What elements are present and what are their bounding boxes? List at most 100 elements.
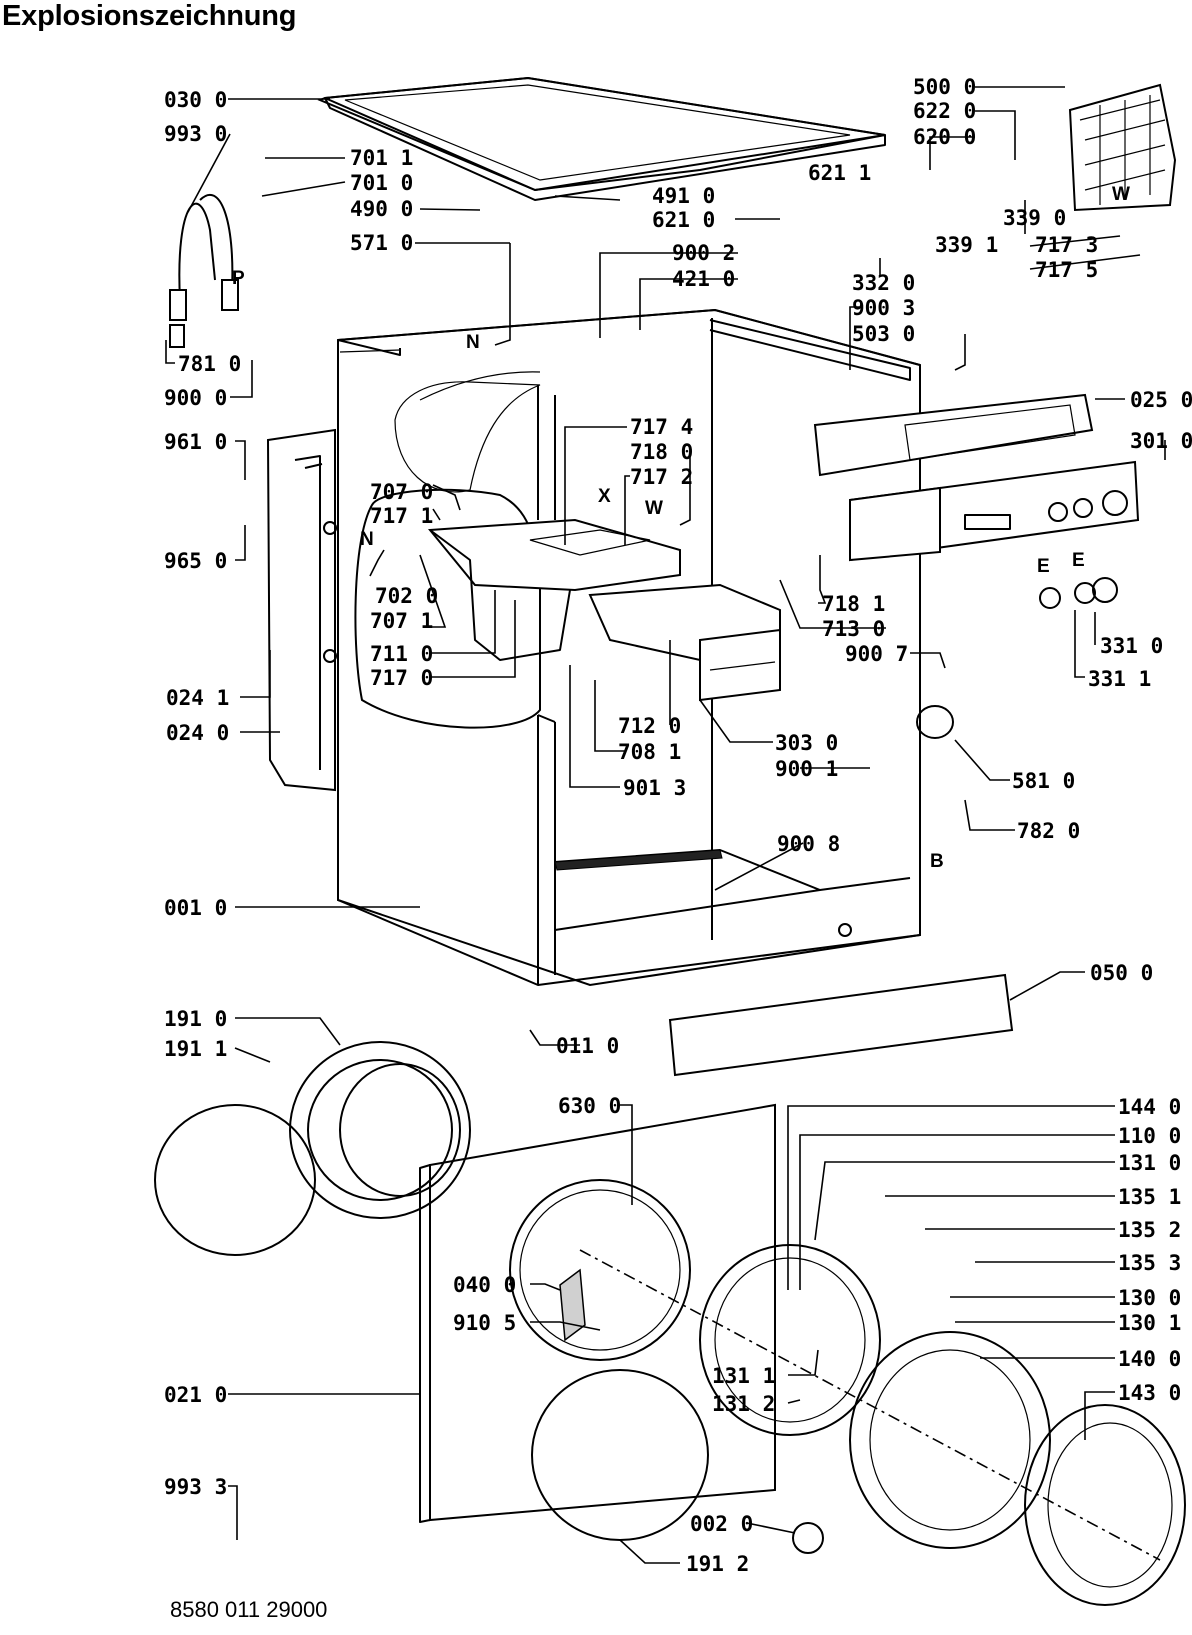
- part-label: 711 0: [370, 642, 433, 666]
- part-label: 303 0: [775, 731, 838, 755]
- rear-panel-part: [266, 428, 337, 792]
- drawing-number: 8580 011 29000: [170, 1597, 328, 1622]
- part-label: 002 0: [690, 1512, 753, 1536]
- part-label: 630 0: [558, 1094, 621, 1118]
- part-label: 025 0: [1130, 388, 1192, 412]
- part-label: 131 2: [712, 1392, 775, 1416]
- letter-mark: W: [645, 498, 663, 519]
- inlet-hose-part: [169, 193, 239, 348]
- part-label: 781 0: [178, 352, 241, 376]
- control-panel-part: [813, 393, 1140, 562]
- door-seal-part: [154, 1041, 471, 1256]
- part-label: 707 1: [370, 609, 433, 633]
- dispenser-assembly: [428, 518, 781, 702]
- part-label: 622 0: [913, 99, 976, 123]
- part-label: 339 0: [1003, 206, 1066, 230]
- part-label: 571 0: [350, 231, 413, 255]
- diagram-title: Explosionszeichnung: [2, 0, 297, 32]
- part-label: 135 2: [1118, 1218, 1181, 1242]
- part-label: 021 0: [164, 1383, 227, 1407]
- part-label: 620 0: [913, 125, 976, 149]
- part-label: 702 0: [375, 584, 438, 608]
- part-label: 191 0: [164, 1007, 227, 1031]
- letter-mark: X: [598, 486, 611, 507]
- letter-mark: N: [360, 529, 374, 550]
- part-label: 718 0: [630, 440, 693, 464]
- part-label: 050 0: [1090, 961, 1153, 985]
- part-label: 191 2: [686, 1552, 749, 1576]
- part-label: 110 0: [1118, 1124, 1181, 1148]
- part-label: 581 0: [1012, 769, 1075, 793]
- leader-lines: [165, 86, 1166, 1564]
- part-label: 024 1: [166, 686, 229, 710]
- part-label: 782 0: [1017, 819, 1080, 843]
- electronic-module-part: [1068, 83, 1177, 212]
- part-label: 490 0: [350, 197, 413, 221]
- part-label: 900 3: [852, 296, 915, 320]
- part-label: 717 3: [1035, 233, 1098, 257]
- part-label: 621 0: [652, 208, 715, 232]
- part-label: 910 5: [453, 1311, 516, 1335]
- part-label: 900 2: [672, 241, 735, 265]
- letter-mark: B: [930, 851, 944, 872]
- letter-mark: P: [232, 268, 245, 289]
- part-label: 717 0: [370, 666, 433, 690]
- part-label: 993 0: [164, 122, 227, 146]
- part-label: 421 0: [672, 267, 735, 291]
- part-label: 144 0: [1118, 1095, 1181, 1119]
- plinth-part: [668, 973, 1014, 1077]
- part-label: 030 0: [164, 88, 227, 112]
- part-label: 503 0: [852, 322, 915, 346]
- letter-mark: N: [466, 332, 480, 353]
- part-label: 040 0: [453, 1273, 516, 1297]
- letter-mark: W: [1112, 184, 1130, 205]
- front-panel-part: [419, 1103, 776, 1541]
- part-label: 131 0: [1118, 1151, 1181, 1175]
- part-label: 001 0: [164, 896, 227, 920]
- part-label: 135 3: [1118, 1251, 1181, 1275]
- top-cover-part: [317, 76, 886, 201]
- part-label: 332 0: [852, 271, 915, 295]
- knob-e1-part: [1039, 587, 1061, 609]
- part-label: 717 4: [630, 415, 693, 439]
- part-label: 130 1: [1118, 1311, 1181, 1335]
- part-label: 900 0: [164, 386, 227, 410]
- part-label: 491 0: [652, 184, 715, 208]
- part-label: 500 0: [913, 75, 976, 99]
- part-label: 135 1: [1118, 1185, 1181, 1209]
- part-label: 707 0: [370, 480, 433, 504]
- part-label: 024 0: [166, 721, 229, 745]
- part-label: 712 0: [618, 714, 681, 738]
- knob-002-part: [792, 1522, 824, 1554]
- part-label: 191 1: [164, 1037, 227, 1061]
- cabinet-part: [337, 308, 921, 987]
- part-label: 900 1: [775, 757, 838, 781]
- part-label: 965 0: [164, 549, 227, 573]
- part-label: 708 1: [618, 740, 681, 764]
- knob-e2-part: [1074, 582, 1096, 604]
- part-label: 717 5: [1035, 258, 1098, 282]
- part-label: 717 2: [630, 465, 693, 489]
- part-label: 701 1: [350, 146, 413, 170]
- part-label: 621 1: [808, 161, 871, 185]
- part-label: 301 0: [1130, 429, 1192, 453]
- part-label: 130 0: [1118, 1286, 1181, 1310]
- knob-331-part: [1092, 577, 1118, 603]
- part-label: 011 0: [556, 1034, 619, 1058]
- part-label: 331 1: [1088, 667, 1151, 691]
- part-label: 900 7: [845, 642, 908, 666]
- blob-detail: [394, 381, 541, 493]
- letter-mark: E: [1072, 550, 1085, 571]
- door-part: [579, 1244, 1186, 1606]
- part-label: 993 3: [164, 1475, 227, 1499]
- part-label: 701 0: [350, 171, 413, 195]
- part-label: 713 0: [822, 617, 885, 641]
- part-label: 901 3: [623, 776, 686, 800]
- part-label: 717 1: [370, 504, 433, 528]
- pressure-switch-part: [916, 705, 954, 739]
- part-label: 131 1: [712, 1364, 775, 1388]
- letter-mark: E: [1037, 556, 1050, 577]
- part-label: 718 1: [822, 592, 885, 616]
- part-label: 339 1: [935, 233, 998, 257]
